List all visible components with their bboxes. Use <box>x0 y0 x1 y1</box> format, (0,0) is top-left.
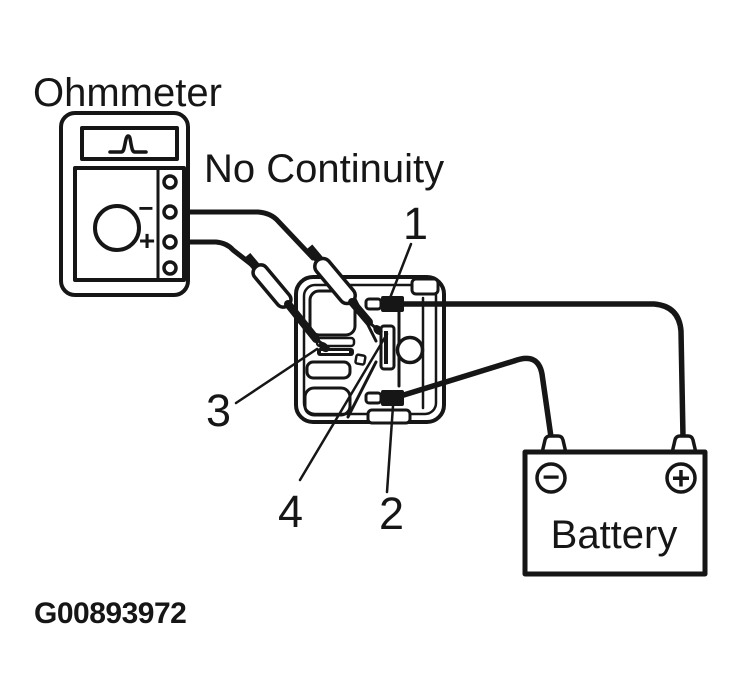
battery-wires <box>391 301 686 440</box>
battery-label: Battery <box>551 513 678 557</box>
ohmmeter-minus-sign: − <box>138 193 153 223</box>
battery-minus-sign: − <box>542 461 560 494</box>
terminal-1-connector <box>381 296 404 312</box>
leader-line-pin1 <box>388 242 413 300</box>
wire-terminal1-to-battery-positive <box>396 301 686 440</box>
ohmmeter-plus-sign: + <box>139 225 155 256</box>
terminal-1-slot <box>364 297 383 311</box>
ohmmeter-leads <box>174 209 383 353</box>
relay-index-dot <box>354 353 367 366</box>
negative-probe-tip <box>348 298 373 326</box>
ohmmeter-jack-4 <box>162 260 178 276</box>
relay-mid-left-slot <box>305 360 352 380</box>
pin-label-3: 3 <box>206 385 231 436</box>
relay-bottom-tab <box>366 408 412 425</box>
ohmmeter-dial <box>93 204 141 252</box>
relay-divider-lower <box>346 360 378 419</box>
positive-probe-tip <box>284 300 320 343</box>
ohmmeter: − + <box>59 111 190 297</box>
pin-callouts: 1 2 3 4 <box>206 198 428 539</box>
pin-label-4: 4 <box>278 486 303 537</box>
negative-lead-wire <box>174 209 316 261</box>
battery-negative-post <box>540 434 568 455</box>
figure-id: G00893972 <box>34 597 186 630</box>
leader-line-pin4 <box>298 332 389 482</box>
no-continuity-annotation: No Continuity <box>204 147 444 191</box>
leader-line-pin2 <box>385 404 395 494</box>
positive-probe-contact <box>318 341 330 353</box>
relay-guide-circle <box>395 335 425 365</box>
battery-plus-sign: + <box>672 460 691 496</box>
ohmmeter-jack-1 <box>162 174 178 190</box>
ohmmeter-jack-negative <box>162 204 178 220</box>
ohmmeter-jack-positive <box>162 234 178 250</box>
battery: − + Battery <box>522 434 708 577</box>
terminal-4-blade <box>384 331 388 364</box>
pin-label-2: 2 <box>379 488 404 539</box>
battery-negative-terminal-icon <box>535 462 567 494</box>
battery-positive-terminal-icon <box>665 462 697 494</box>
relay-bottom-left-slot <box>303 386 352 417</box>
pin-label-1: 1 <box>403 198 428 249</box>
pulse-waveform-icon <box>108 134 148 154</box>
battery-positive-post <box>670 434 698 455</box>
terminal-2-slot <box>364 391 383 405</box>
ohmmeter-title: Ohmmeter <box>33 71 222 115</box>
wire-terminal2-to-battery-negative <box>391 355 554 440</box>
relay <box>294 275 446 425</box>
leader-line-pin3 <box>234 347 319 405</box>
positive-lead-wire <box>174 239 254 267</box>
negative-probe-contact <box>373 325 383 335</box>
relay-top-right-tab <box>410 277 440 296</box>
